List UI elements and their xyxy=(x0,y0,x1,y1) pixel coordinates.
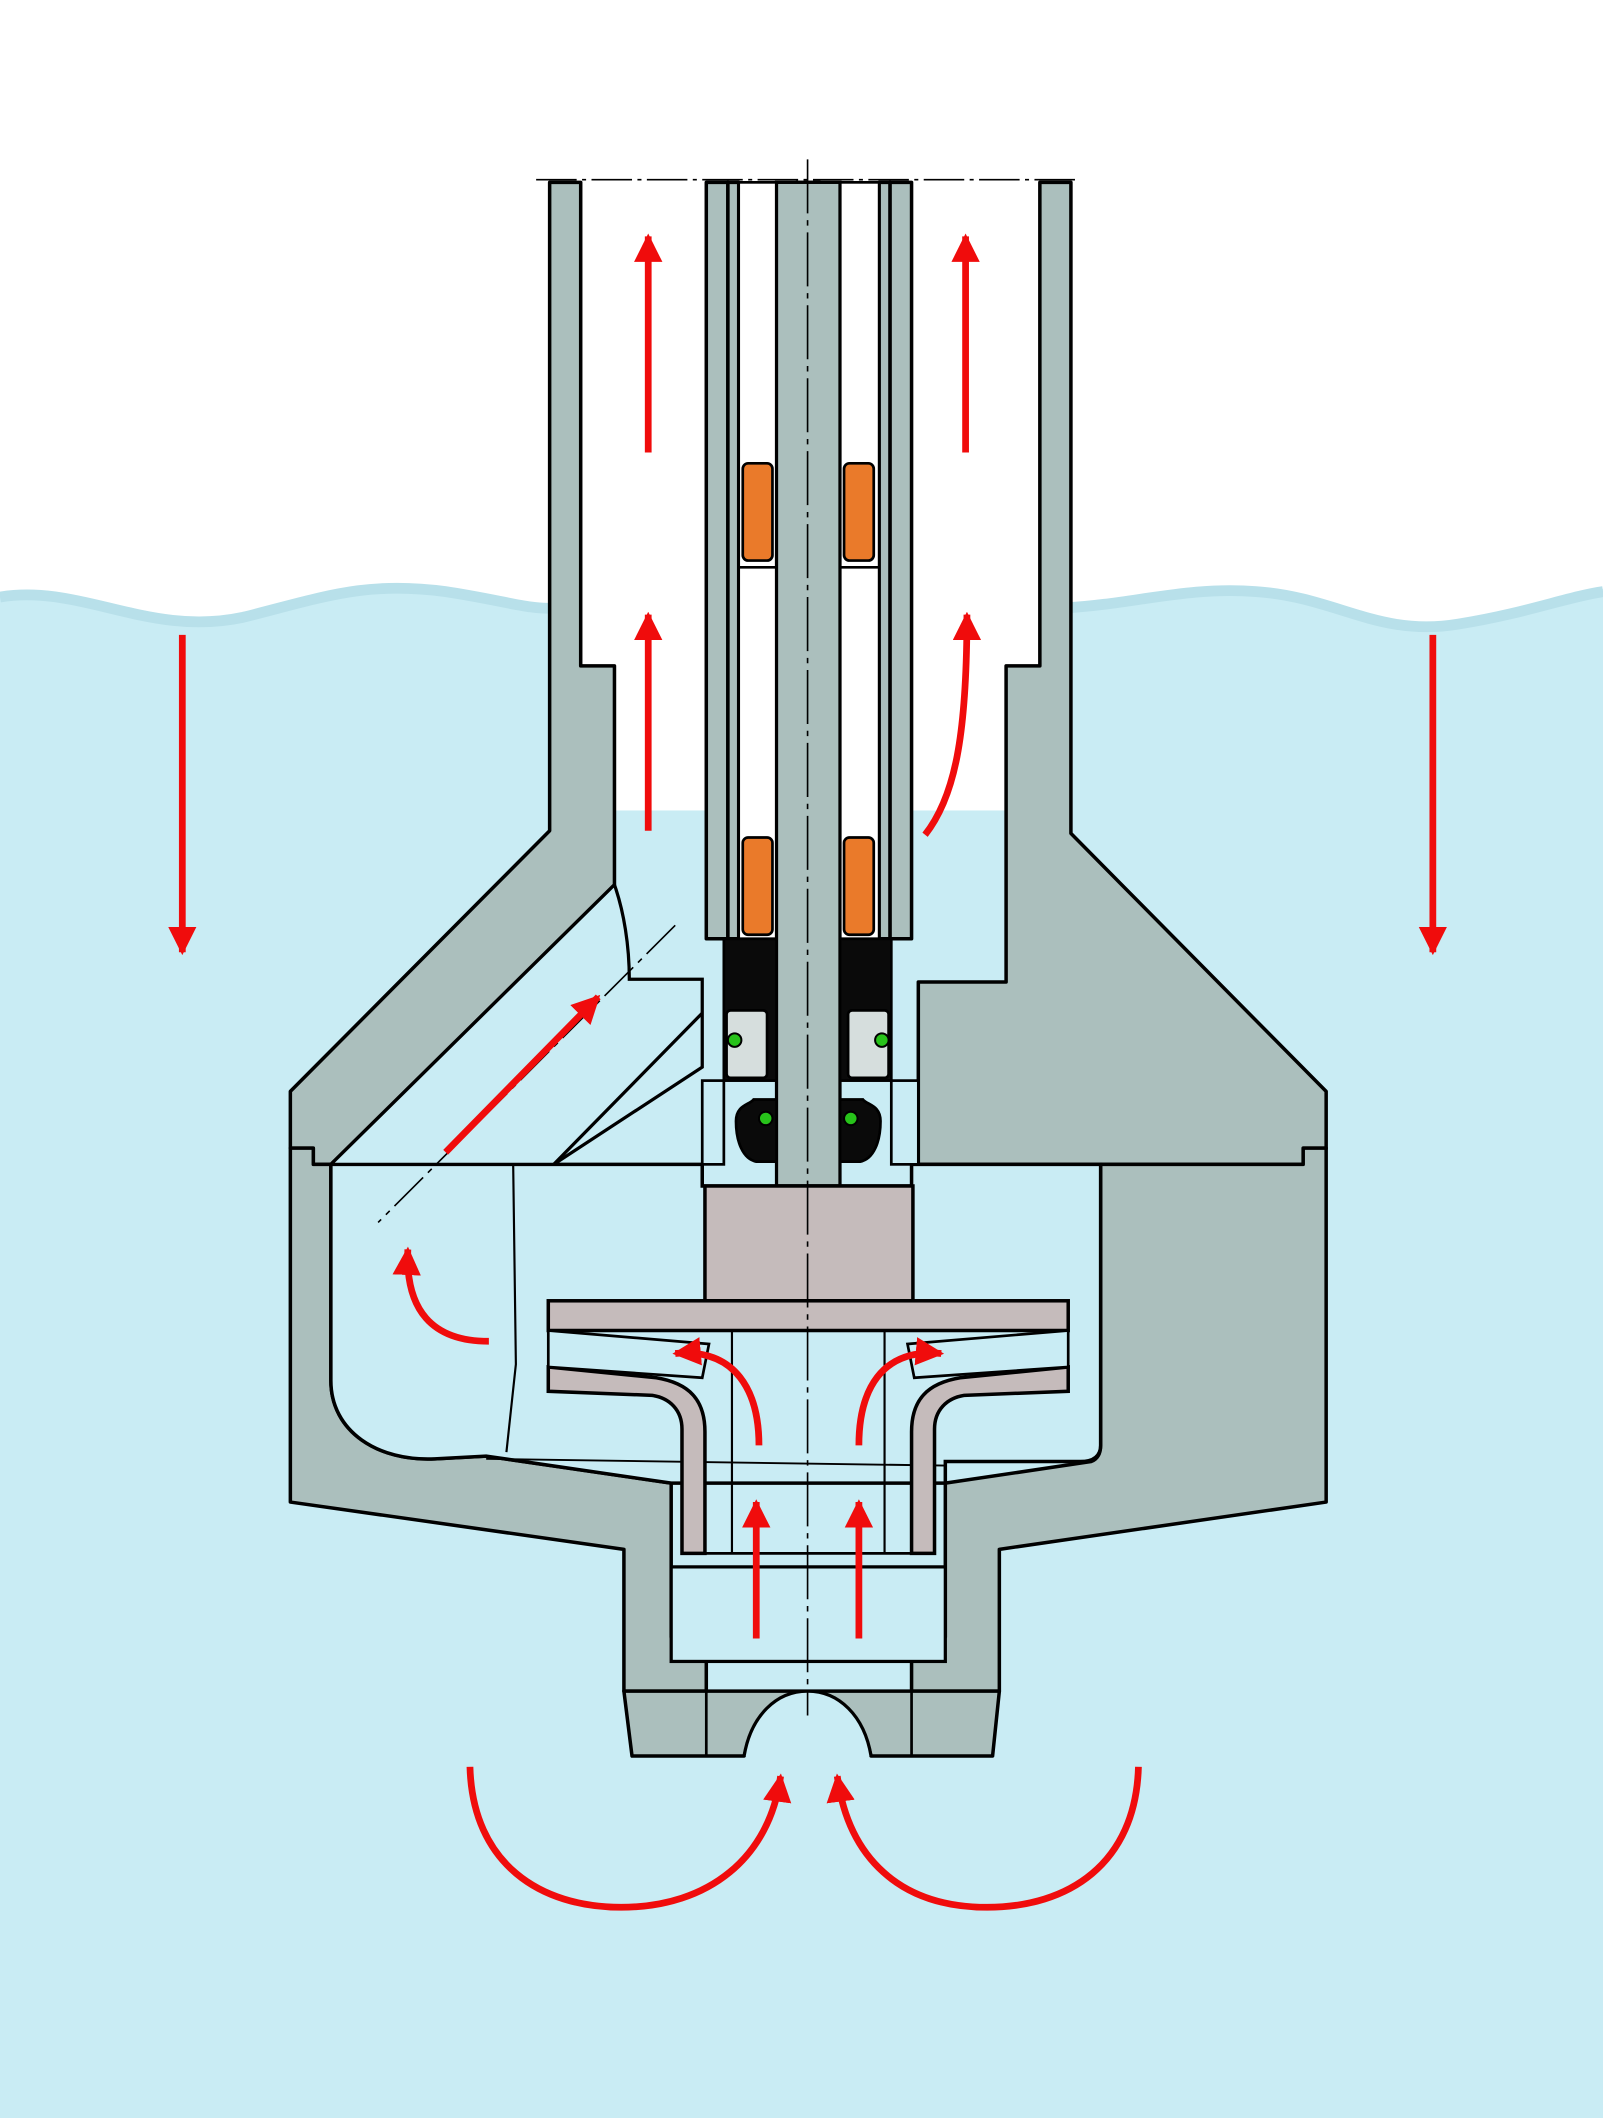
water-surface xyxy=(0,582,1603,633)
guide-channel xyxy=(326,881,704,1166)
o-ring xyxy=(726,1032,743,1048)
bearing-bushing-icon xyxy=(842,461,876,562)
o-ring xyxy=(843,1110,859,1127)
impeller-vane xyxy=(905,1329,1070,1380)
seal-housing xyxy=(889,1079,920,1166)
flow-arrow-icon xyxy=(826,1766,1142,1911)
bearing-bushing-icon xyxy=(741,836,774,937)
o-ring xyxy=(757,1110,774,1127)
diffuser-vane xyxy=(505,1164,517,1453)
flow-arrows xyxy=(168,233,1448,1911)
flow-arrow-icon xyxy=(922,611,982,837)
impeller-vane xyxy=(546,1329,711,1380)
flow-arrow-icon xyxy=(855,1337,945,1446)
bearing-bushing-icon xyxy=(842,836,876,937)
mechanical-seal-icon xyxy=(722,937,893,1164)
seal-housing xyxy=(700,1079,726,1166)
impeller-hub xyxy=(703,1184,915,1303)
diffuser-line xyxy=(486,1457,946,1467)
flow-arrow-icon xyxy=(443,994,601,1155)
bearing-bushing-icon xyxy=(741,461,774,562)
flow-arrow-icon xyxy=(466,1766,792,1911)
flow-arrow-icon xyxy=(392,1246,489,1345)
flow-arrow-icon xyxy=(672,1337,763,1446)
o-ring xyxy=(874,1032,890,1048)
guide-channel-wall xyxy=(552,1011,704,1166)
